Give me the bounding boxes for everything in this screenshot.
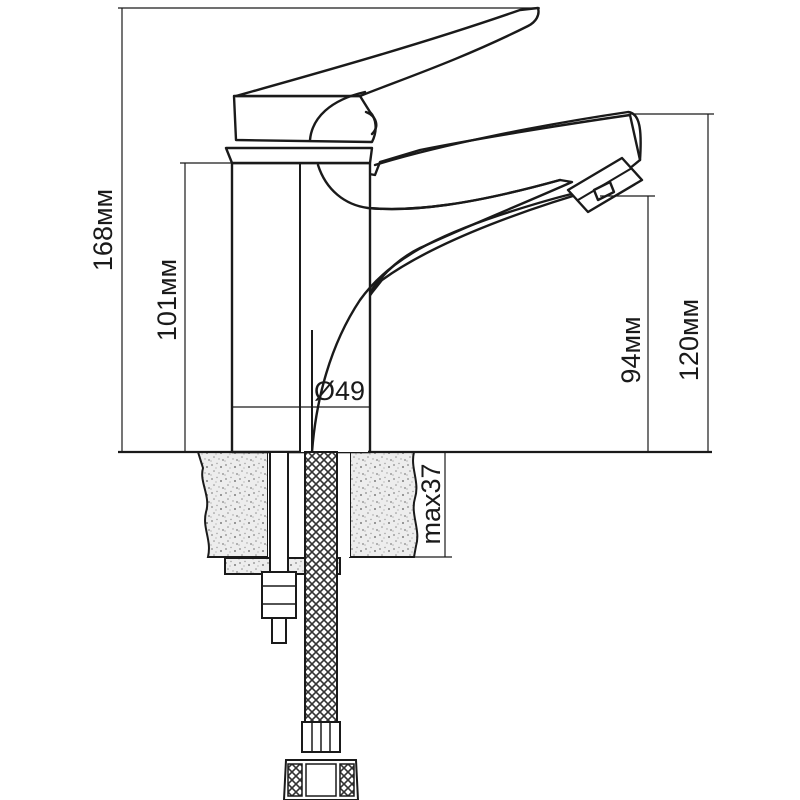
mounting-stud bbox=[269, 451, 289, 573]
lever-knob bbox=[364, 110, 378, 136]
faucet bbox=[224, 110, 642, 454]
hex-nut bbox=[261, 571, 297, 619]
flex-hose bbox=[282, 451, 360, 800]
lever-arm bbox=[234, 6, 540, 98]
spout-lower-outline bbox=[310, 186, 602, 454]
label-spout-top-height: 120мм bbox=[674, 299, 704, 381]
label-body-height: 101мм bbox=[152, 259, 182, 341]
braided-hose bbox=[304, 451, 338, 725]
spout-upper-edge bbox=[373, 110, 642, 167]
stud-end bbox=[271, 617, 287, 644]
countertop-left-section bbox=[196, 451, 269, 558]
hose-nut-center bbox=[305, 763, 337, 797]
lever-curve bbox=[308, 90, 367, 142]
lever-handle bbox=[232, 6, 540, 144]
hose-nut-knurl-left bbox=[287, 763, 303, 797]
label-max-countertop: max37 bbox=[416, 463, 446, 544]
label-total-height: 168мм bbox=[88, 189, 118, 271]
hose-nut-knurl-right bbox=[339, 763, 355, 797]
countertop-right-section bbox=[349, 451, 419, 558]
body-cap bbox=[224, 146, 374, 165]
dimension-lines bbox=[118, 7, 714, 558]
label-base-diameter: Ø49 bbox=[314, 376, 365, 406]
lever-base bbox=[232, 94, 377, 144]
label-spout-height: 94мм bbox=[616, 316, 646, 383]
dimension-labels: 168мм 101мм 94мм 120мм Ø49 max37 bbox=[88, 189, 704, 545]
aerator-tab bbox=[592, 180, 616, 202]
body-inner-fill bbox=[300, 165, 368, 452]
aerator bbox=[566, 156, 644, 214]
spout-curve-outline bbox=[316, 163, 562, 211]
